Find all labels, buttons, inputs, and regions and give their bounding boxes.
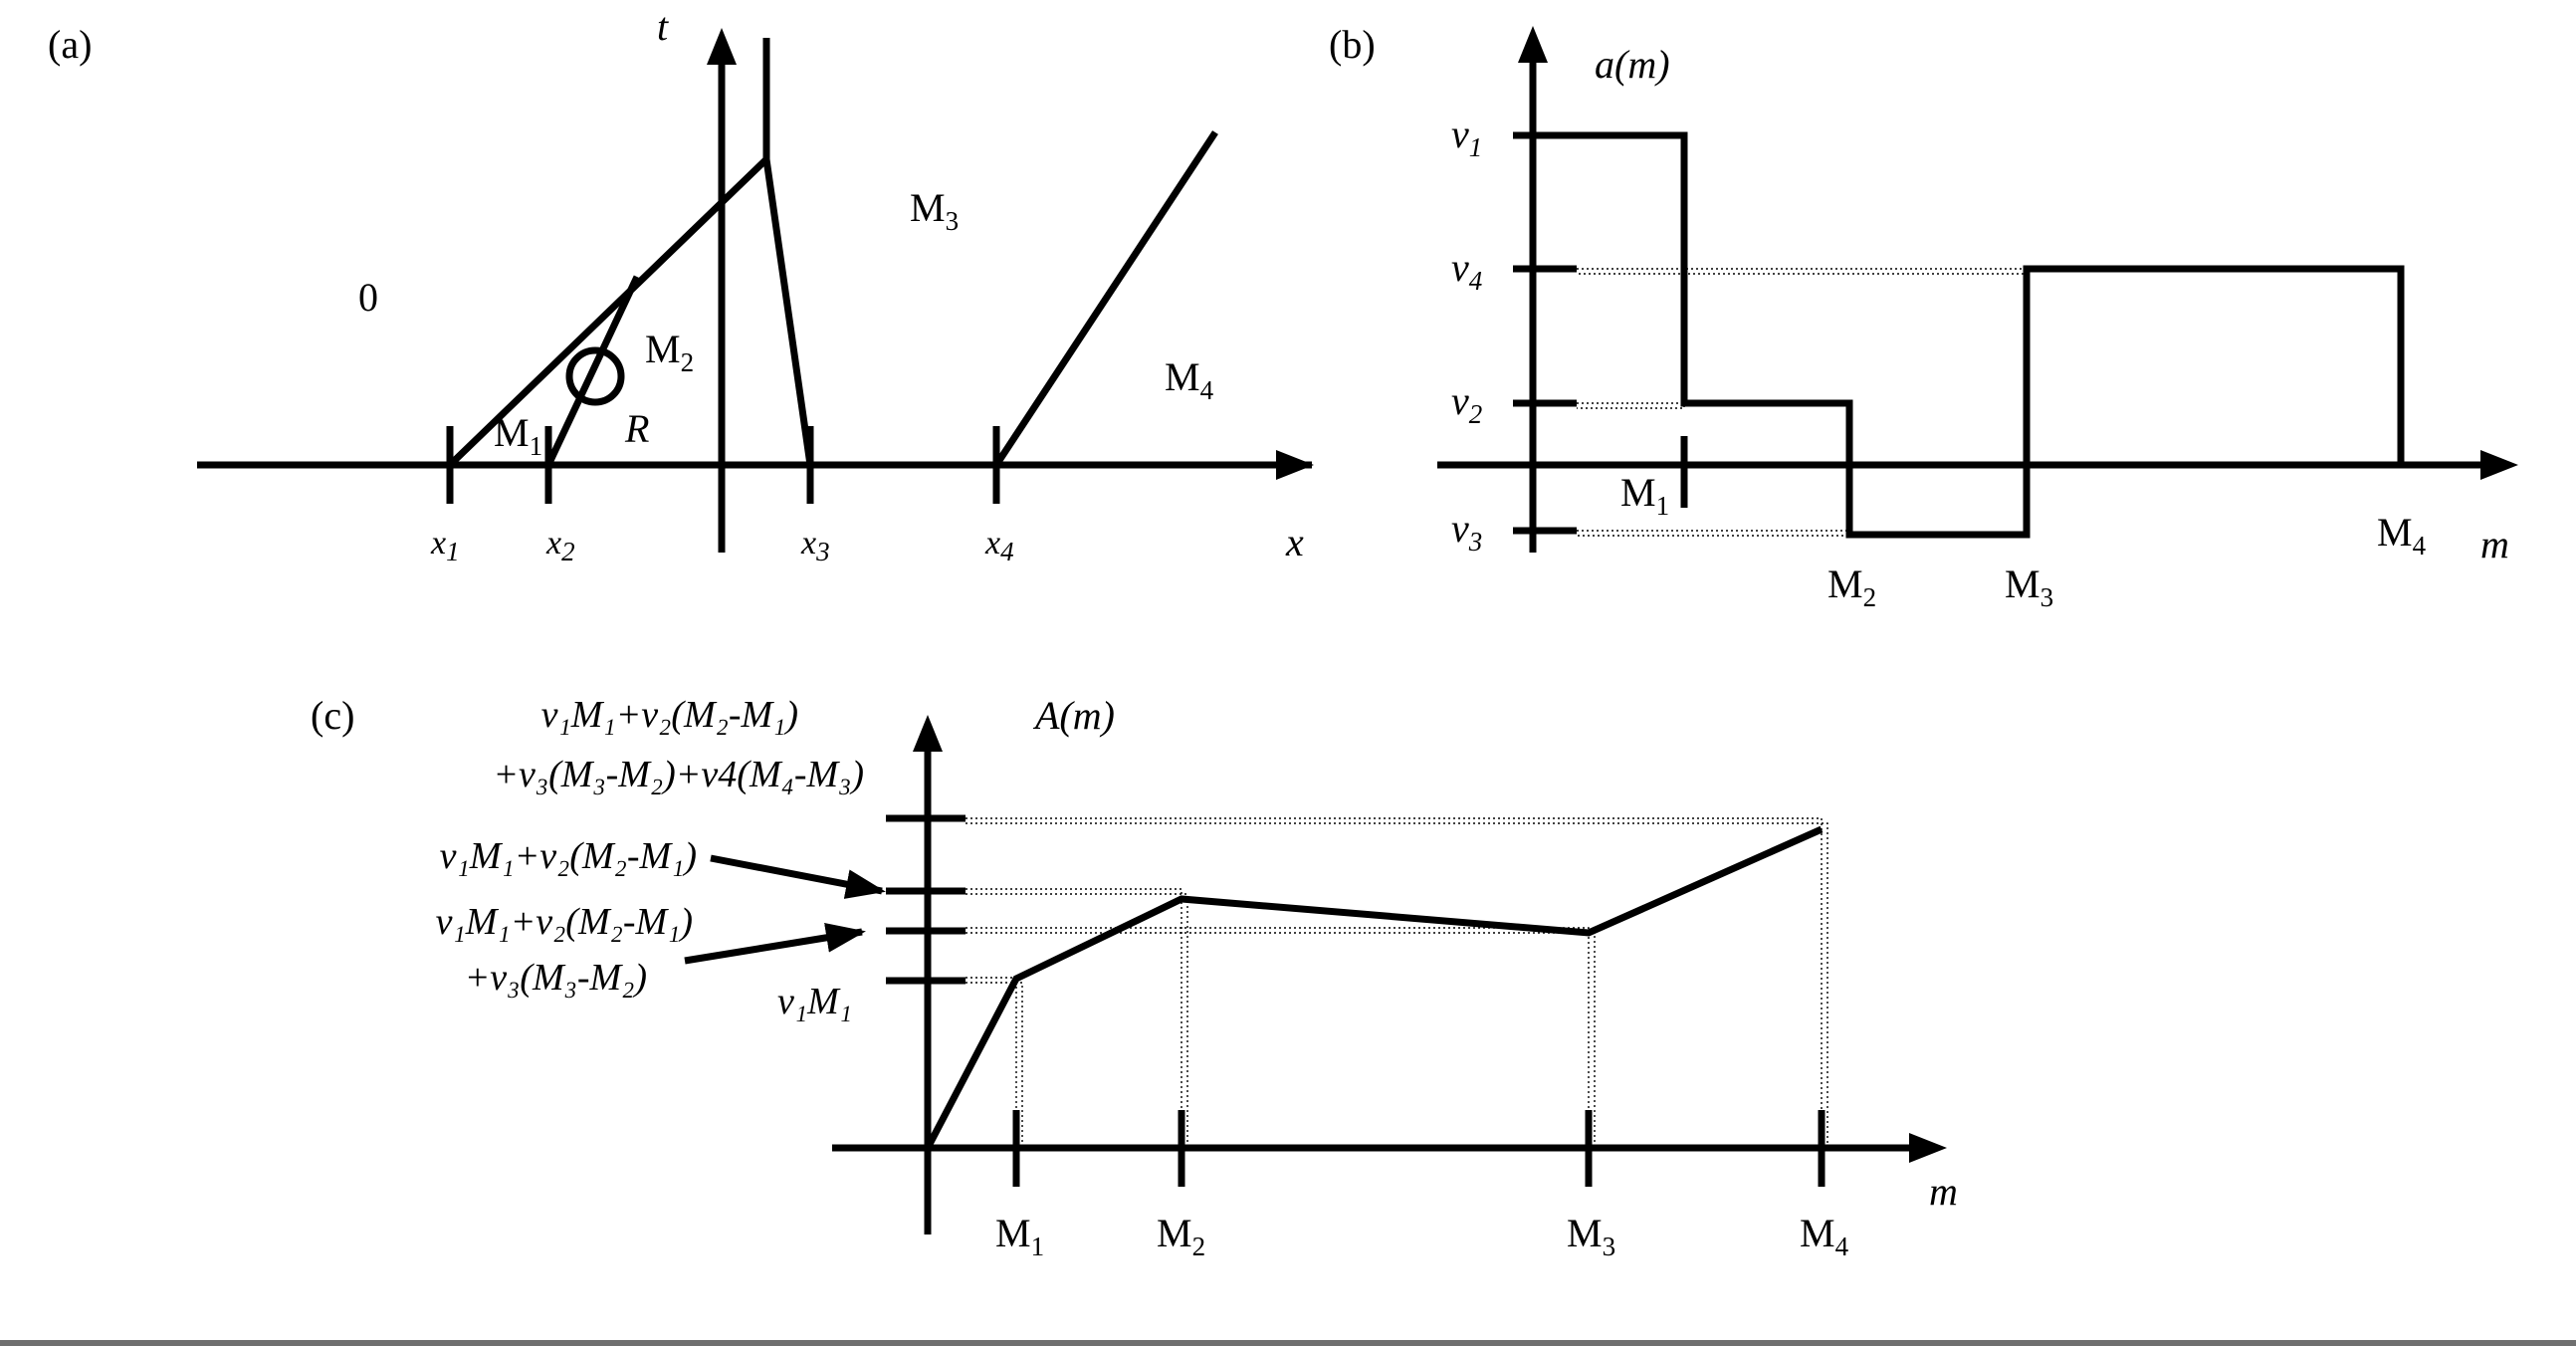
x-axis-label: x [1285,520,1304,564]
a-m-curve-label: a(m) [1595,42,1670,87]
label-v1: v1 [1451,112,1482,162]
region-M2-label: M2 [645,327,694,377]
arrow-to-v2-level [710,854,886,899]
panel-b: (b) a(m) m v1 v4 v2 v3 M1 M2 M3 M4 [1329,22,2518,612]
guide-v3 [1577,530,1850,537]
x-axis-arrowhead [1276,450,1314,480]
t-axis-label: t [657,4,669,49]
A-m-curve [924,825,1824,1150]
tick-label-x2: x2 [545,525,575,566]
label-M1-b: M1 [1620,470,1669,521]
m-axis-arrowhead-b [2480,450,2518,480]
label-v3-level-line1: v₁M₁+v₂(M₂-M₁) [436,901,693,943]
tick-label-x4: x4 [984,525,1014,566]
wave-x2 [544,275,641,467]
panel-a-tag: (a) [48,22,92,67]
label-v3-level-line2: +v₃(M₃-M₂) [465,957,647,999]
arrow-to-v3-level [684,922,866,965]
bottom-border [0,1340,2576,1346]
guide-v2 [1577,402,1685,409]
label-M2-c: M2 [1157,1211,1205,1261]
label-v4: v4 [1451,245,1482,296]
A-m-curve-label: A(m) [1032,693,1115,738]
A-axis-arrowhead [913,715,943,752]
region-R-label: R [624,406,649,451]
guide-M2-2 [966,893,1188,1148]
label-M1-c: M1 [995,1211,1044,1261]
label-v2-level: v₁M₁+v₂(M₂-M₁) [440,835,697,877]
label-M3-b: M3 [2005,561,2053,612]
label-M3-c: M3 [1567,1211,1615,1261]
region-0-label: 0 [358,275,378,320]
guide-M3 [966,927,1590,1148]
guide-v4 [1577,268,2028,275]
panel-a: (a) t x 0 M1 M2 M3 M4 R x1 x2 x3 x4 [48,4,1314,566]
a-m-step-curve [1533,131,2405,539]
guide-M2 [966,888,1182,1148]
label-M4-b: M4 [2377,510,2427,561]
t-axis-arrowhead [707,28,737,65]
region-M3-label: M3 [910,185,959,236]
a-axis-arrowhead [1518,26,1548,63]
region-M1-label: M1 [494,410,542,461]
label-v2: v2 [1451,378,1482,429]
label-v3: v3 [1451,506,1482,557]
tick-label-x1: x1 [430,525,460,566]
guide-M3-2 [966,932,1596,1148]
m-axis-arrowhead-c [1909,1133,1947,1163]
wave-x4 [993,130,1218,467]
region-M4-label: M4 [1165,354,1214,405]
m-axis-label-b: m [2480,522,2509,566]
label-v1M1: v₁M₁ [777,981,852,1022]
guide-total-2 [966,822,1828,1148]
label-total-line1: v₁M₁+v₂(M₂-M₁) [541,694,798,736]
label-M2-b: M2 [1827,561,1876,612]
panel-b-tag: (b) [1329,22,1376,67]
guide-M1-2 [966,982,1023,1148]
region-circle [565,346,625,406]
label-total-line2: +v₃(M₃-M₂)+v4(M₄-M₃) [493,754,864,795]
guide-total [966,817,1823,1148]
panel-c-tag: (c) [311,693,354,738]
label-M4-c: M4 [1800,1211,1849,1261]
panel-c: (c) A(m) m v₁M₁+v₂(M₂-M₁) + [311,693,1958,1261]
tick-label-x3: x3 [800,525,830,566]
m-axis-label-c: m [1929,1169,1958,1214]
